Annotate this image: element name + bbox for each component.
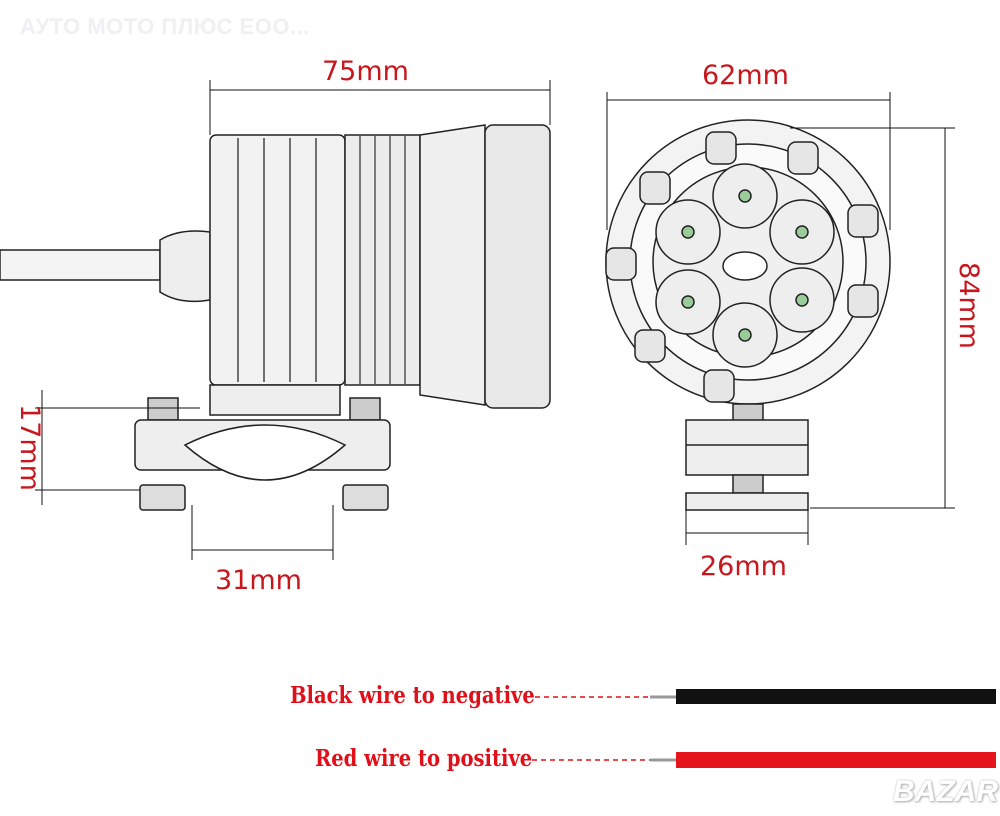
- dimension-lines: [35, 80, 955, 560]
- dim-17mm: 17mm: [13, 404, 45, 491]
- front-view-light: [605, 119, 891, 511]
- black-wire-label: Black wire to negative: [290, 682, 535, 709]
- dim-62mm: 62mm: [702, 60, 789, 91]
- red-wire-label: Red wire to positive: [315, 745, 533, 772]
- side-view-light: [0, 124, 551, 511]
- dim-75mm: 75mm: [322, 56, 409, 87]
- wires: [532, 689, 996, 768]
- watermark: АУТО МОТО ПЛЮС ЕОО...: [20, 14, 310, 39]
- red-wire: [676, 752, 996, 768]
- black-wire: [676, 689, 996, 704]
- dim-31mm: 31mm: [215, 565, 302, 596]
- dim-26mm: 26mm: [700, 551, 787, 582]
- dim-84mm: 84mm: [952, 262, 984, 349]
- bazar-logo: BAZAR: [893, 775, 998, 808]
